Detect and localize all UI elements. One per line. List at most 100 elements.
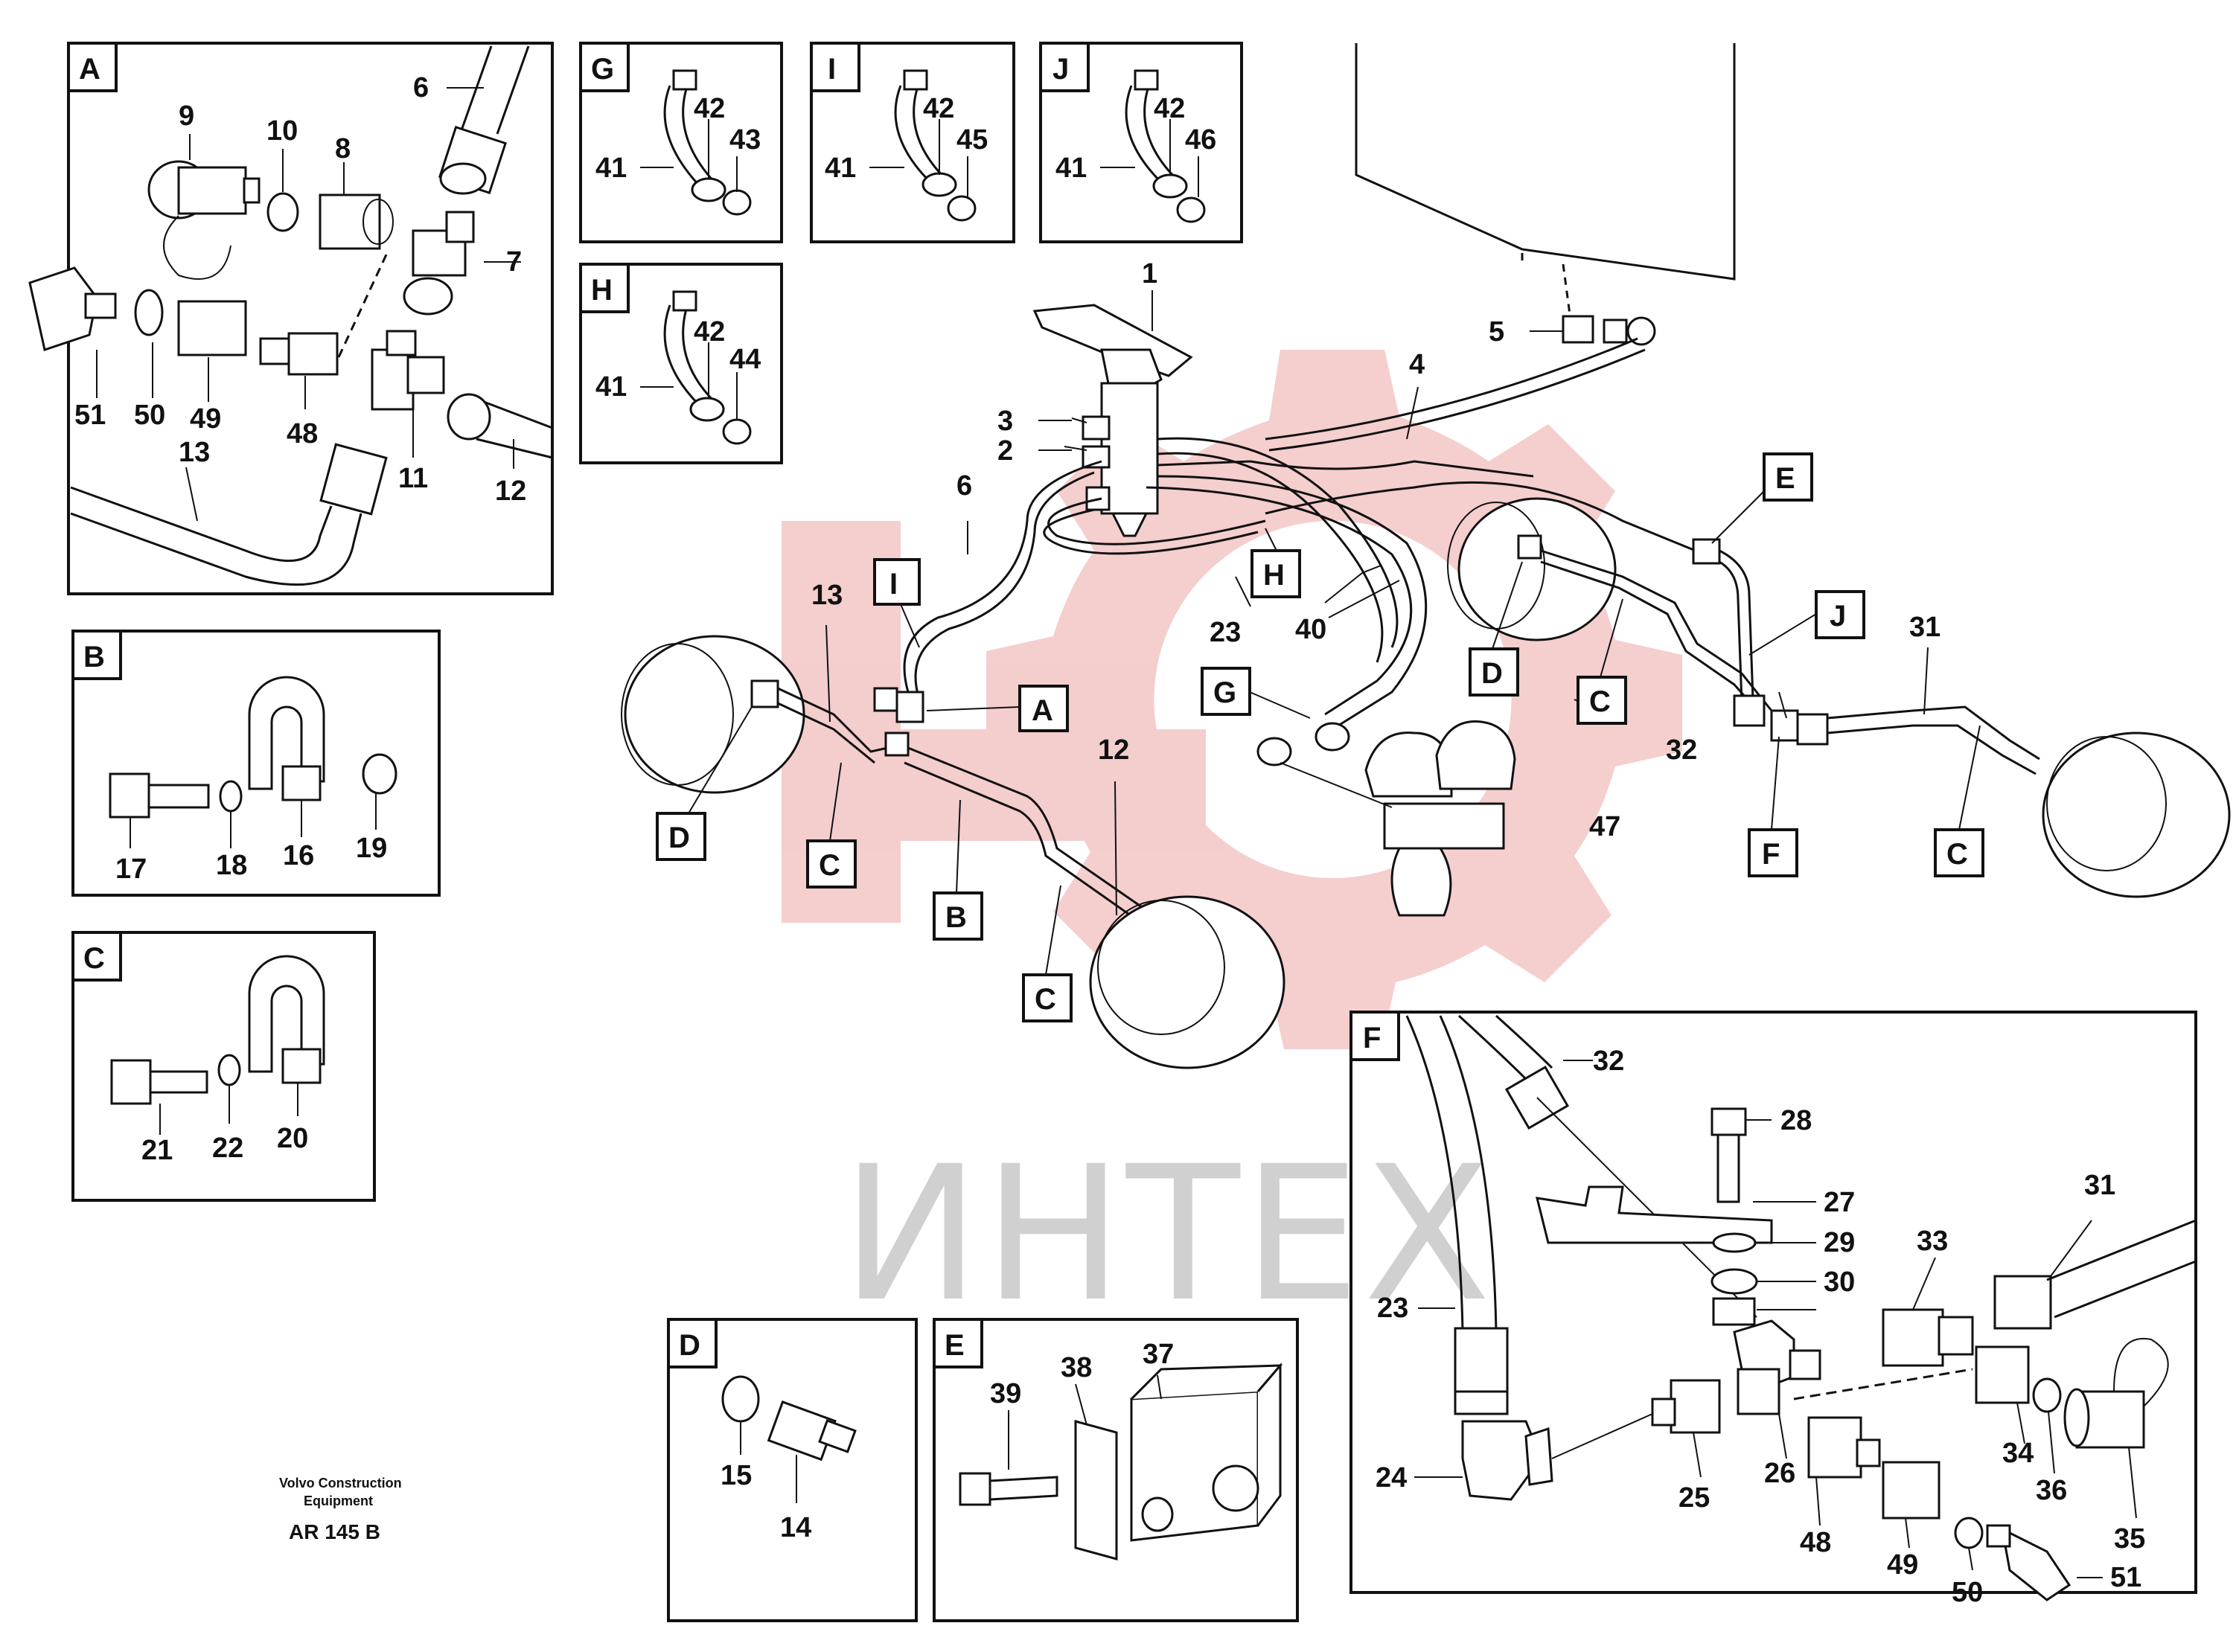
detail-tag-letter: F xyxy=(1762,838,1780,871)
detail-tag-letter: C xyxy=(1946,838,1968,871)
publisher-block: Volvo Construction Equipment AR 145 B xyxy=(279,1476,402,1543)
panel-h: H 41 42 44 xyxy=(579,263,783,464)
part-number-48: 48 xyxy=(1800,1527,1831,1558)
part-number-41: 41 xyxy=(1055,153,1087,184)
panel-f-letter: F xyxy=(1363,1022,1381,1054)
part-number-49: 49 xyxy=(1887,1549,1918,1581)
part-number-29: 29 xyxy=(1824,1227,1855,1258)
part-number-42: 42 xyxy=(694,93,725,124)
part-number-36: 36 xyxy=(2036,1475,2067,1506)
part-number-27: 27 xyxy=(1824,1187,1855,1218)
detail-tag-letter: C xyxy=(1589,685,1611,718)
part-number-13: 13 xyxy=(179,437,210,468)
panel-a: A xyxy=(28,42,554,595)
part-number-3: 3 xyxy=(997,406,1013,437)
detail-tag-letter: A xyxy=(1032,694,1053,727)
part-number-50: 50 xyxy=(134,400,165,431)
panel-d-letter: D xyxy=(679,1329,700,1362)
part-number-8: 8 xyxy=(335,133,351,164)
panel-b-letter: B xyxy=(83,641,105,673)
watermark-text: ИНТЕХ xyxy=(841,1126,1494,1342)
part-number-31: 31 xyxy=(1909,612,1940,643)
tag-c-right-top: C xyxy=(1577,598,1627,725)
part-number-51: 51 xyxy=(2110,1562,2141,1593)
detail-tag-letter: H xyxy=(1263,559,1285,592)
part-number-40: 40 xyxy=(1295,614,1326,645)
part-number-33: 33 xyxy=(1917,1226,1948,1257)
part-number-19: 19 xyxy=(356,833,387,864)
part-number-34: 34 xyxy=(2002,1438,2034,1469)
part-number-22: 22 xyxy=(212,1133,243,1164)
part-number-50: 50 xyxy=(1952,1577,1983,1608)
part-number-43: 43 xyxy=(729,124,761,156)
detail-tag-letter: C xyxy=(819,849,840,882)
part-number-41: 41 xyxy=(825,153,856,184)
panel-j: J 41 42 46 xyxy=(1039,42,1243,243)
part-number-12: 12 xyxy=(1098,734,1129,766)
part-number-41: 41 xyxy=(595,371,627,403)
tag-g: G xyxy=(1201,667,1311,719)
part-number-26: 26 xyxy=(1764,1458,1795,1489)
part-number-12: 12 xyxy=(495,476,526,507)
part-number-41: 41 xyxy=(595,153,627,184)
part-number-48: 48 xyxy=(287,418,318,449)
detail-tag-letter: C xyxy=(1035,983,1056,1016)
panel-i: I 41 42 45 xyxy=(810,42,1015,243)
detail-tag-letter: B xyxy=(945,901,967,934)
detail-tag-letter: G xyxy=(1213,676,1236,709)
part-number-11: 11 xyxy=(398,463,428,494)
part-number-10: 10 xyxy=(266,115,298,147)
tag-e: E xyxy=(1711,452,1813,544)
part-number-31: 31 xyxy=(2084,1170,2115,1201)
part-number-25: 25 xyxy=(1678,1482,1710,1514)
part-number-13: 13 xyxy=(811,580,843,611)
part-number-38: 38 xyxy=(1061,1352,1092,1383)
part-number-4: 4 xyxy=(1409,349,1425,380)
panel-e-letter: E xyxy=(945,1329,965,1362)
part-number-37: 37 xyxy=(1143,1339,1174,1370)
part-number-44: 44 xyxy=(729,344,761,375)
tag-i: I xyxy=(873,558,921,648)
part-number-39: 39 xyxy=(990,1378,1021,1409)
panel-b: B 17 18 16 19 xyxy=(71,630,441,897)
part-number-42: 42 xyxy=(1154,93,1185,124)
panel-c-letter: C xyxy=(83,942,105,975)
part-number-23: 23 xyxy=(1210,617,1241,648)
detail-tag-letter: D xyxy=(1481,657,1503,690)
part-number-15: 15 xyxy=(721,1460,752,1491)
part-number-46: 46 xyxy=(1185,124,1216,156)
panel-j-letter: J xyxy=(1052,53,1069,86)
panel-d: D 15 14 xyxy=(667,1318,918,1622)
publisher-line1: Volvo Construction xyxy=(279,1476,402,1491)
part-number-42: 42 xyxy=(694,316,725,348)
part-number-42: 42 xyxy=(923,93,954,124)
part-number-32: 32 xyxy=(1593,1046,1624,1077)
part-number-17: 17 xyxy=(115,854,147,885)
panel-i-letter: I xyxy=(828,53,836,86)
tag-a: A xyxy=(926,685,1069,732)
part-number-49: 49 xyxy=(190,403,221,435)
panel-f: F xyxy=(1349,1011,2197,1608)
panel-g-letter: G xyxy=(591,53,614,86)
tag-d-right: D xyxy=(1469,561,1523,697)
part-number-47: 47 xyxy=(1589,811,1620,842)
tag-c-right: C xyxy=(1934,725,1984,877)
part-number-5: 5 xyxy=(1489,316,1504,348)
part-number-32: 32 xyxy=(1666,734,1697,766)
panel-h-letter: H xyxy=(591,274,613,307)
part-number-6: 6 xyxy=(413,72,429,103)
part-number-9: 9 xyxy=(179,100,194,132)
publisher-line2: Equipment xyxy=(304,1493,373,1508)
panel-g: G 41 42 43 xyxy=(579,42,783,243)
part-number-35: 35 xyxy=(2114,1523,2145,1555)
detail-tag-letter: D xyxy=(668,822,690,854)
tag-d-left: D xyxy=(656,706,753,861)
detail-tag-letter: J xyxy=(1830,600,1846,633)
part-number-7: 7 xyxy=(506,246,522,278)
tag-j: J xyxy=(1748,590,1865,656)
tag-c-mid: C xyxy=(1022,885,1073,1022)
main-assembly: 1 3 2 4 5 6 13 12 23 40 32 31 47 I A D xyxy=(621,43,2231,1069)
panel-c: C 21 22 20 xyxy=(71,931,376,1202)
part-number-45: 45 xyxy=(956,124,988,156)
